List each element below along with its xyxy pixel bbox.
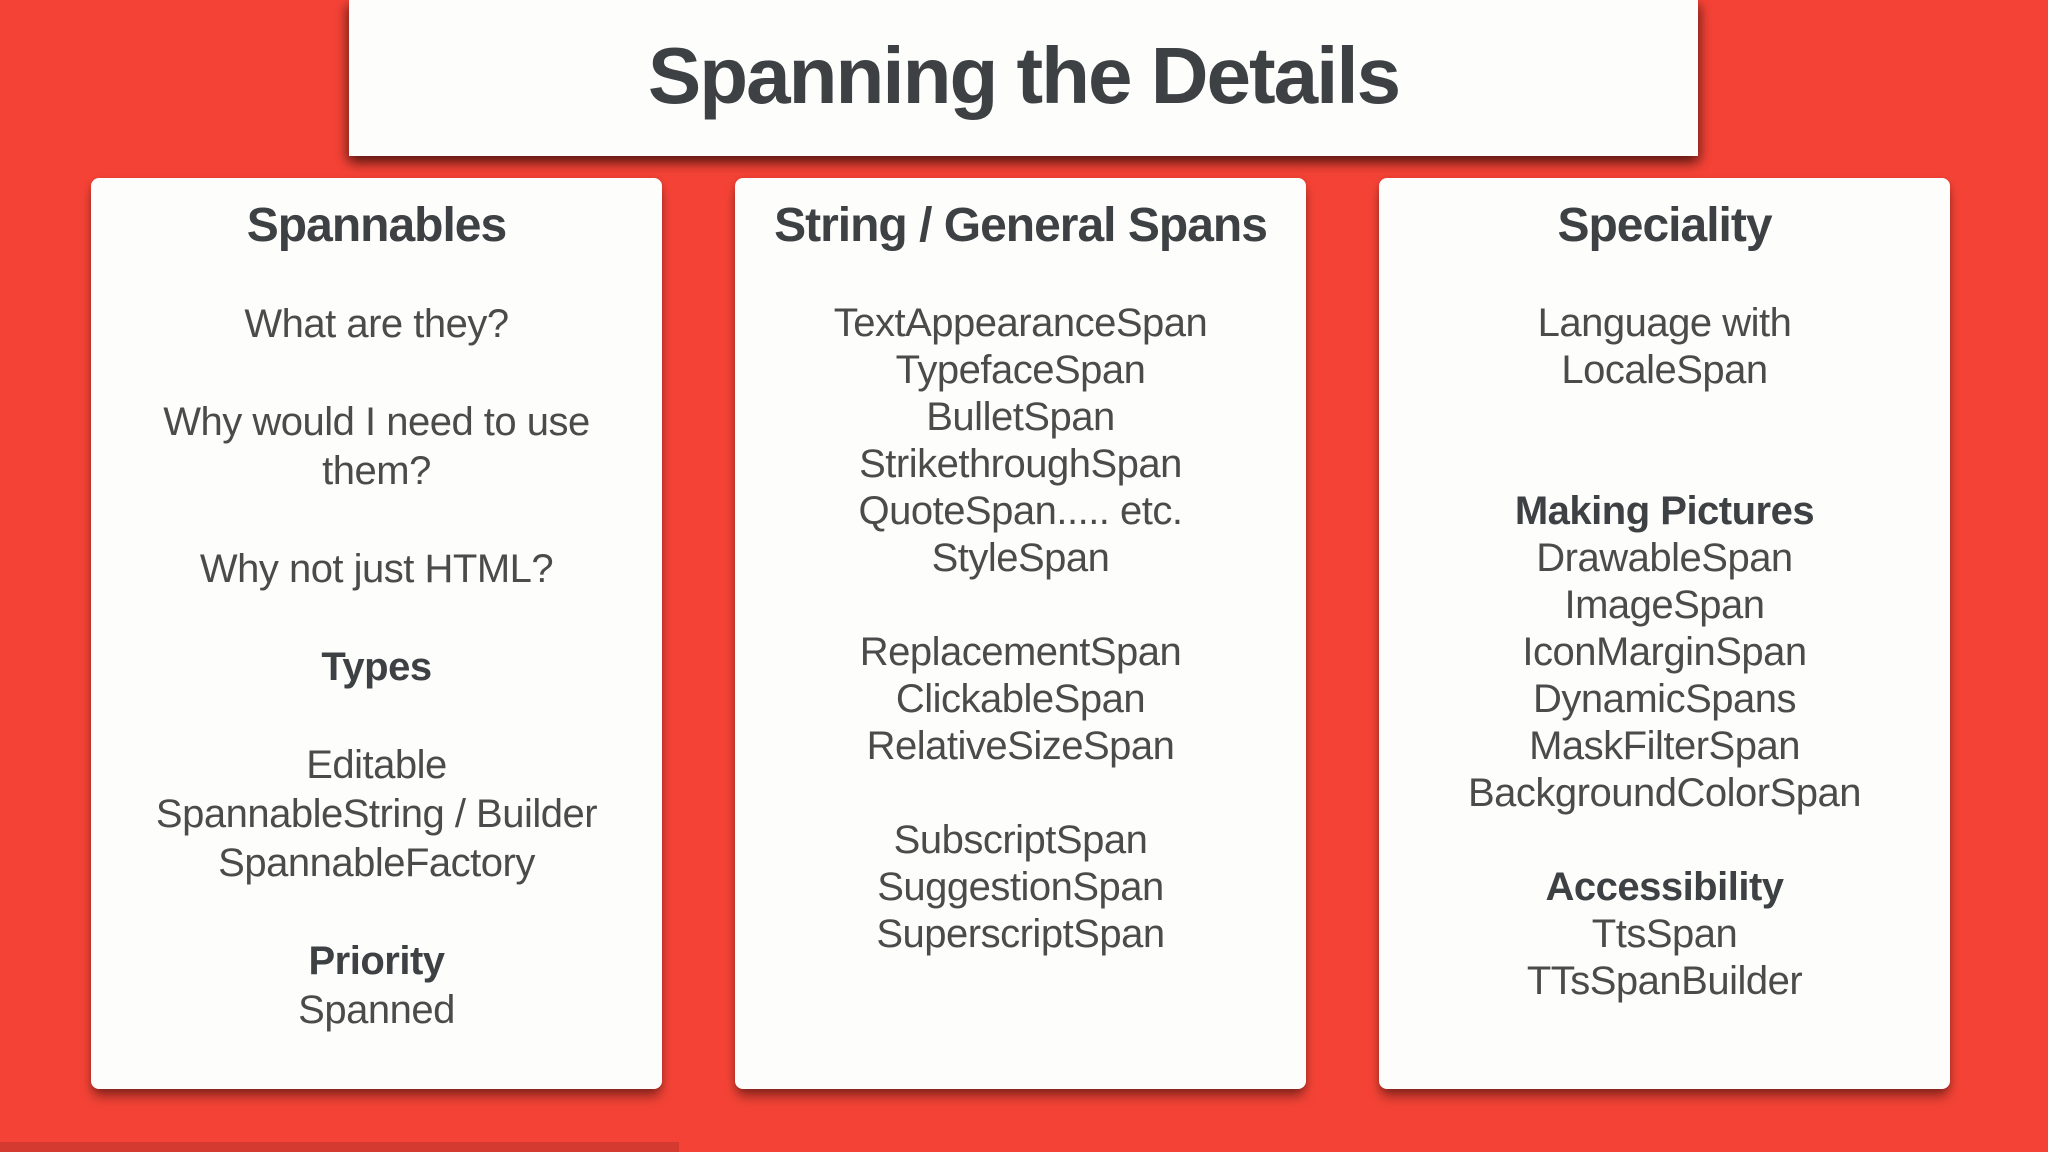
slide-title: Spanning the Details bbox=[647, 31, 1401, 120]
text-line: SpannableFactory bbox=[218, 841, 535, 885]
blank-line bbox=[1379, 394, 1950, 441]
text-line: SuggestionSpan bbox=[877, 865, 1164, 909]
text-line: BackgroundColorSpan bbox=[1468, 771, 1861, 815]
text-line: RelativeSizeSpan bbox=[866, 724, 1175, 768]
blank-line bbox=[91, 594, 662, 643]
text-line: TextAppearanceSpan bbox=[833, 301, 1208, 345]
text-line: What are they? bbox=[244, 302, 509, 346]
text-line: ClickableSpan bbox=[895, 677, 1146, 721]
text-line: IconMarginSpan bbox=[1522, 630, 1807, 674]
blank-line bbox=[91, 692, 662, 741]
text-line: LocaleSpan bbox=[1561, 348, 1768, 392]
card-heading: Spannables bbox=[246, 199, 507, 252]
text-line: TypefaceSpan bbox=[895, 348, 1146, 392]
text-line: Why would I need to use bbox=[163, 400, 590, 444]
card-spannables: Spannables What are they? Why would I ne… bbox=[91, 178, 662, 1089]
card-string-general-spans: String / General Spans TextAppearanceSpa… bbox=[735, 178, 1306, 1089]
card-heading: Speciality bbox=[1557, 199, 1772, 252]
blank-line bbox=[1379, 441, 1950, 488]
text-line: ReplacementSpan bbox=[859, 630, 1182, 674]
blank-line bbox=[91, 496, 662, 545]
text-line: Editable bbox=[306, 743, 447, 787]
text-line: TTsSpanBuilder bbox=[1526, 959, 1803, 1003]
text-line: Making Pictures bbox=[1514, 489, 1815, 533]
text-line: Types bbox=[321, 645, 432, 689]
text-line: StrikethroughSpan bbox=[859, 442, 1182, 486]
text-line: Priority bbox=[308, 939, 445, 983]
text-line: Accessibility bbox=[1545, 865, 1784, 909]
text-line: QuoteSpan..... etc. bbox=[858, 489, 1183, 533]
text-line: DynamicSpans bbox=[1532, 677, 1797, 721]
text-line: Language with bbox=[1537, 301, 1792, 345]
text-line: SubscriptSpan bbox=[893, 818, 1148, 862]
blank-line bbox=[1379, 817, 1950, 864]
text-line: DrawableSpan bbox=[1536, 536, 1793, 580]
blank-line bbox=[735, 582, 1306, 629]
card-body: What are they? Why would I need to use th… bbox=[91, 300, 662, 1035]
text-line: StyleSpan bbox=[931, 536, 1110, 580]
blank-line bbox=[91, 349, 662, 398]
card-heading: String / General Spans bbox=[774, 199, 1268, 252]
text-line: MaskFilterSpan bbox=[1529, 724, 1800, 768]
text-line: Why not just HTML? bbox=[199, 547, 554, 591]
text-line: Spanned bbox=[298, 988, 455, 1032]
text-line: BulletSpan bbox=[926, 395, 1115, 439]
bottom-progress-strip bbox=[0, 1142, 679, 1152]
blank-line bbox=[735, 770, 1306, 817]
text-line: ImageSpan bbox=[1564, 583, 1765, 627]
blank-line bbox=[91, 888, 662, 937]
title-bar: Spanning the Details bbox=[349, 0, 1698, 156]
text-line: TtsSpan bbox=[1591, 912, 1738, 956]
text-line: SpannableString / Builder bbox=[155, 792, 598, 836]
text-line: them? bbox=[322, 449, 431, 493]
text-line: SuperscriptSpan bbox=[876, 912, 1165, 956]
